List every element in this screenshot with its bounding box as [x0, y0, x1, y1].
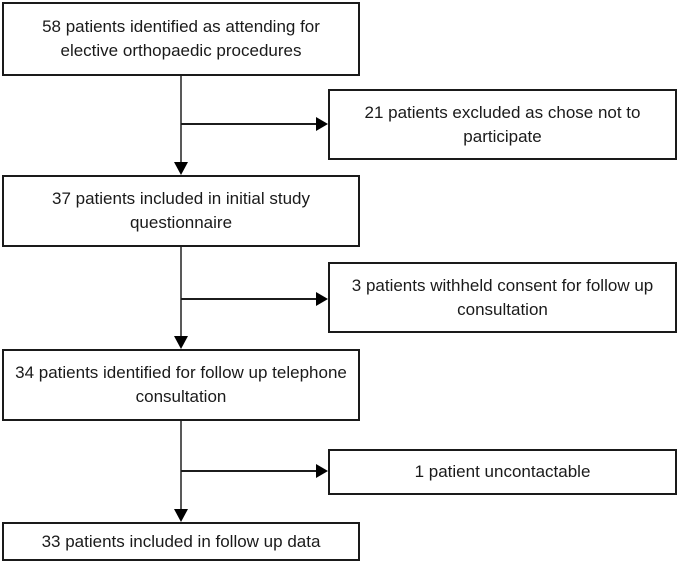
connector-line-vertical-2	[180, 247, 182, 336]
connector-line-vertical-3	[180, 421, 182, 509]
flow-box-excluded-no-participation: 21 patients excluded as chose not to par…	[328, 89, 677, 160]
connector-line-vertical-1	[180, 76, 182, 163]
arrow-down-icon	[174, 162, 188, 175]
flow-box-follow-up-data: 33 patients included in follow up data	[2, 522, 360, 561]
arrow-right-icon	[316, 464, 328, 478]
arrow-right-icon	[316, 292, 328, 306]
flow-box-identified: 58 patients identified as attending for …	[2, 2, 360, 76]
arrow-right-icon	[316, 117, 328, 131]
flow-box-uncontactable: 1 patient uncontactable	[328, 449, 677, 495]
connector-line-horizontal-2	[181, 298, 316, 300]
flow-box-withheld-consent: 3 patients withheld consent for follow u…	[328, 262, 677, 333]
arrow-down-icon	[174, 509, 188, 522]
connector-line-horizontal-1	[181, 123, 316, 125]
flow-box-follow-up-consultation: 34 patients identified for follow up tel…	[2, 349, 360, 421]
flow-box-initial-questionnaire: 37 patients included in initial study qu…	[2, 175, 360, 247]
arrow-down-icon	[174, 336, 188, 349]
connector-line-horizontal-3	[181, 470, 316, 472]
